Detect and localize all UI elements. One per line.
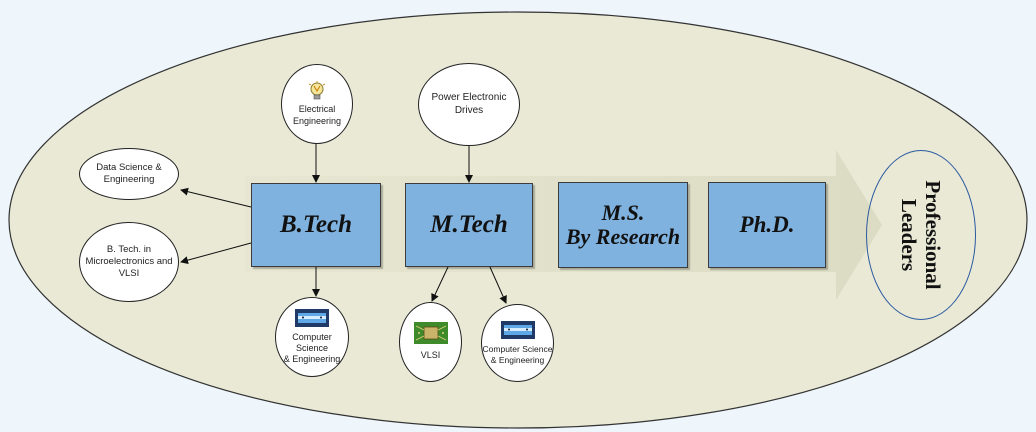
program-power-electronic-drives: Power Electronic Drives <box>418 63 520 146</box>
program-electrical-engineering: Electrical Engineering <box>281 64 353 144</box>
microelectronics-label-line3: VLSI <box>118 267 140 279</box>
data-science-label-line1: Data Science & <box>96 162 162 174</box>
connector-btech-ds <box>180 187 252 208</box>
professional-leaders-ring <box>866 150 976 320</box>
btech-cse-label-line1: Computer Science <box>292 331 332 353</box>
program-mtech-computer-science: Computer Science & Engineering <box>481 304 554 382</box>
connector-btech-microelectronics <box>180 242 252 265</box>
btech-cse-label-line2: & Engineering <box>283 354 341 365</box>
program-microelectronics-vlsi: B. Tech. in Microelectronics and VLSI <box>79 222 179 302</box>
data-science-label-line2: Engineering <box>103 174 155 185</box>
stage-mtech-box: M.Tech <box>405 183 533 267</box>
program-data-science: Data Science & Engineering <box>79 148 179 200</box>
ped-label-line1: Power Electronic <box>431 92 507 103</box>
professional-leaders-line1: Professional <box>921 180 946 290</box>
stage-ms-box: M.S. By Research <box>558 182 688 268</box>
lightbulb-icon <box>308 81 326 100</box>
server-icon <box>295 308 329 327</box>
server-icon <box>500 320 535 339</box>
stage-ms-label-line1: M.S. <box>601 199 645 225</box>
program-btech-computer-science: Computer Science & Engineering <box>275 297 349 377</box>
professional-leaders-label: Professional Leaders <box>897 180 945 289</box>
program-mtech-vlsi: VLSI <box>399 302 462 382</box>
connector-mtech-cse <box>489 266 507 304</box>
mtech-cse-label-line1: Computer Science <box>482 343 553 354</box>
stage-btech-label: B.Tech <box>280 211 352 238</box>
stage-phd-label: Ph.D. <box>739 212 795 237</box>
electrical-label-line2: Engineering <box>292 115 342 126</box>
electrical-label-line1: Electrical <box>298 104 336 115</box>
stage-mtech-label: M.Tech <box>430 211 508 238</box>
stage-phd-box: Ph.D. <box>708 182 826 268</box>
ped-label-line2: Drives <box>454 104 484 116</box>
microelectronics-label-line2: Microelectronics and <box>85 256 173 268</box>
microelectronics-label-line1: B. Tech. in <box>106 244 152 256</box>
connector-mtech-vlsi <box>431 266 449 302</box>
stage-btech-box: B.Tech <box>251 183 381 267</box>
chip-icon <box>413 322 448 345</box>
mtech-cse-label-line2: & Engineering <box>490 354 545 365</box>
professional-leaders-line2: Leaders <box>897 198 921 272</box>
stage-ms-label-line2: By Research <box>565 224 681 249</box>
vlsi-label: VLSI <box>420 350 441 361</box>
